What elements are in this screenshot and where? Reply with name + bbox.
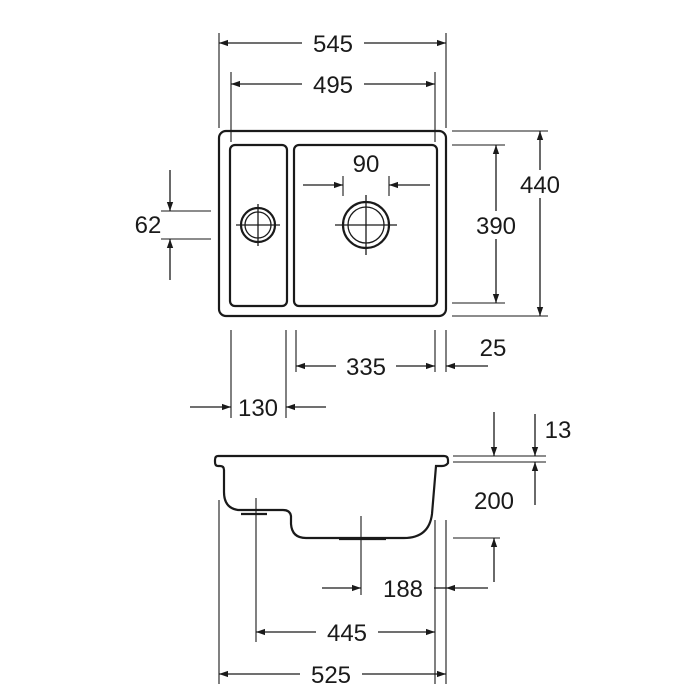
side-view: 13 200 188 445 525 [213, 412, 572, 689]
dim-bowl-height: 200 [474, 488, 514, 515]
dim-overall-length: 525 [311, 662, 351, 689]
top-view: 545 495 90 62 390 440 [135, 30, 568, 422]
dim-overall-depth: 440 [520, 172, 560, 199]
sink-outer-outline [217, 129, 448, 318]
small-bowl-outline [228, 143, 289, 308]
dim-small-waste-offset: 62 [135, 212, 162, 239]
sink-side-profile [213, 454, 450, 540]
dim-bowl-span-width: 495 [313, 72, 353, 99]
dim-right-rim: 25 [480, 335, 507, 362]
small-waste-icon [236, 204, 280, 246]
dim-overall-width: 545 [313, 31, 353, 58]
dim-rim-thickness: 13 [545, 417, 572, 444]
dim-waste-diameter: 90 [353, 151, 380, 178]
dim-bowl-depth: 390 [476, 213, 516, 240]
main-bowl-outline [292, 143, 439, 308]
dim-main-waste-position: 188 [383, 576, 423, 603]
dim-bottom-length: 445 [327, 620, 367, 647]
dim-small-bowl-width: 130 [238, 395, 278, 422]
dim-main-bowl-width: 335 [346, 354, 386, 381]
main-waste-icon [335, 195, 397, 255]
